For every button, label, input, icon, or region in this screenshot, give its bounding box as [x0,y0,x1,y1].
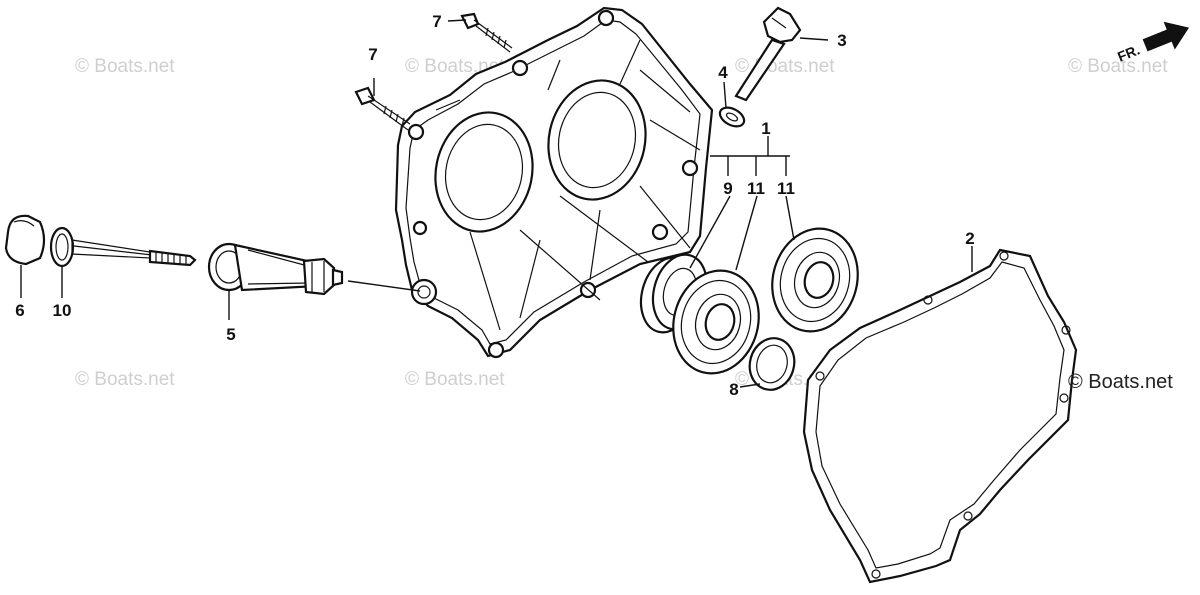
watermark: © Boats.net [75,56,175,77]
callout-7-lower: 7 [368,45,377,64]
callout-3: 3 [837,31,846,50]
watermark: © Boats.net [75,369,175,390]
part-7-bolt-lower [354,86,411,131]
callout-11-right: 11 [777,179,795,198]
watermark: © Boats.net [405,369,505,390]
callout-5: 5 [226,325,235,344]
callout-7-upper: 7 [432,12,441,31]
front-arrow-icon [1142,21,1190,52]
part-3-plug [734,6,802,102]
part-11-ball-bearing-left [672,269,760,375]
callout-8: 8 [729,380,738,399]
callout-11-left: 11 [747,179,765,198]
part-7-bolt-upper [460,12,513,53]
part-2-gasket [802,248,1078,584]
callout-4: 4 [718,63,728,82]
callout-2: 2 [965,229,974,248]
watermark: © Boats.net [1068,56,1168,77]
leader-lines [20,19,973,388]
part-4-washer [718,106,746,128]
front-direction-indicator: FR. [1115,21,1190,65]
callouts: 1 2 3 4 5 6 7 7 8 9 10 11 11 [15,12,974,399]
crankcase-cover [394,6,714,359]
callout-6: 6 [15,301,24,320]
watermark-dark: © Boats.net [1068,371,1173,393]
front-label: FR. [1115,41,1142,64]
part-5-filler-neck [207,242,344,296]
part-8-oil-seal [748,337,796,391]
part-11-ball-bearing-right [771,227,859,333]
part-6-oil-cap [4,214,197,268]
callout-9: 9 [723,179,732,198]
callout-1: 1 [761,119,770,138]
callout-10: 10 [53,301,72,320]
